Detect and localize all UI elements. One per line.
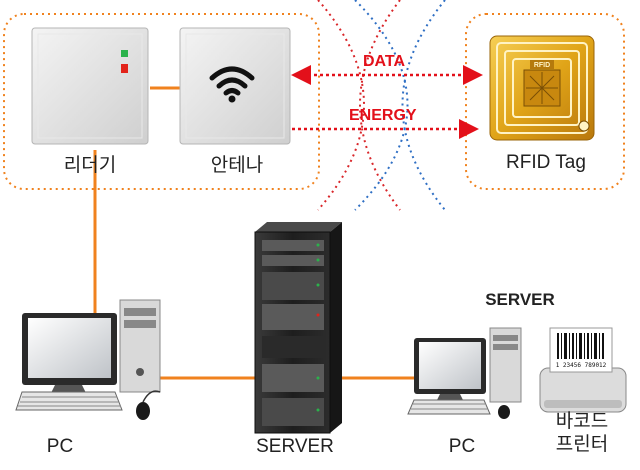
radio-waves bbox=[317, 0, 446, 211]
server-rack-icon bbox=[254, 222, 342, 434]
led-red bbox=[121, 64, 128, 73]
barcode-printer-label-line2: 프린터 bbox=[555, 433, 609, 455]
connector-lines bbox=[93, 86, 418, 380]
rfid-tag-icon bbox=[489, 35, 595, 141]
server-label: SERVER bbox=[256, 436, 334, 457]
barcode-printer-label: 바코드 프린터 bbox=[536, 410, 628, 456]
barcode-printer-icon bbox=[539, 327, 627, 413]
desktop-pc-icon-right bbox=[407, 327, 522, 419]
antenna-label: 안테나 bbox=[210, 154, 264, 176]
wifi-icon bbox=[209, 66, 255, 96]
rfid-tag-label: RFID Tag bbox=[506, 152, 586, 173]
tag-chip-text: RFID bbox=[534, 62, 550, 69]
barcode-printer-label-line1: 바코드 bbox=[555, 410, 609, 432]
reader-device bbox=[31, 27, 149, 145]
barcode-number: 1 23456 789012 bbox=[556, 362, 607, 369]
rfid-tag-group bbox=[465, 13, 625, 190]
pc-right-label: PC bbox=[448, 436, 476, 457]
data-flow-label: DATA bbox=[363, 53, 406, 70]
server-heading: SERVER bbox=[485, 290, 555, 309]
led-green bbox=[121, 50, 128, 57]
desktop-pc-icon-left bbox=[15, 299, 161, 420]
reader-label: 리더기 bbox=[63, 154, 117, 176]
energy-flow-label: ENERGY bbox=[349, 107, 417, 124]
reader-antenna-group bbox=[3, 13, 320, 190]
antenna-device bbox=[179, 27, 291, 145]
pc-left-label: PC bbox=[46, 436, 74, 457]
